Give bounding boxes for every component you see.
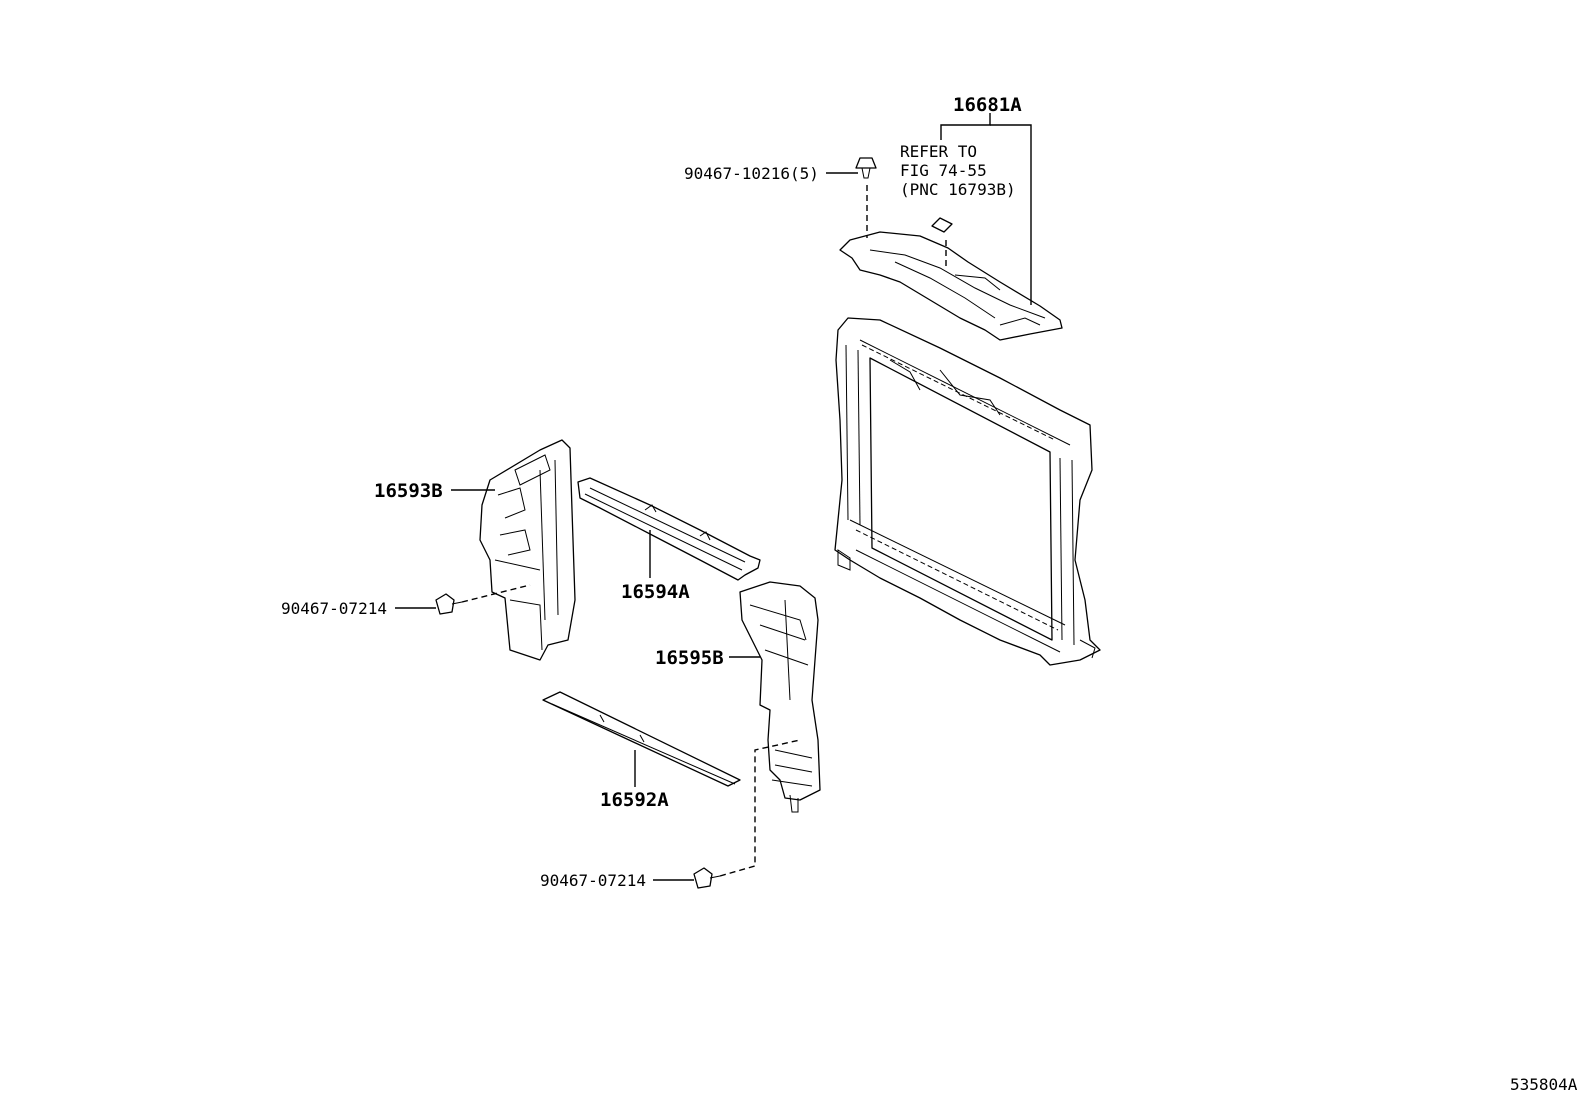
clip-90467-07214-b-icon xyxy=(693,867,721,889)
label-16595B: 16595B xyxy=(655,647,724,669)
label-90467-07214-a: 90467-07214 xyxy=(281,599,387,618)
note-line-3: (PNC 16793B) xyxy=(900,180,1016,199)
note-line-2: FIG 74-55 xyxy=(900,161,987,180)
label-16594A: 16594A xyxy=(621,581,690,603)
clip-90467-10216-icon xyxy=(855,157,877,179)
installation-dash-lines xyxy=(461,185,947,877)
label-16593B: 16593B xyxy=(374,480,443,502)
figure-id: 535804A xyxy=(1510,1075,1578,1094)
leader-lines xyxy=(395,113,1032,881)
upper-air-guide-part xyxy=(577,477,761,581)
clip-90467-07214-a-icon xyxy=(435,593,463,615)
label-16681A: 16681A xyxy=(953,94,1022,116)
left-side-seal-part xyxy=(479,439,576,661)
label-16592A: 16592A xyxy=(600,789,669,811)
label-90467-10216: 90467-10216(5) xyxy=(684,164,819,183)
right-side-seal-part xyxy=(739,581,821,813)
note-line-1: REFER TO xyxy=(900,142,977,161)
label-90467-07214-b: 90467-07214 xyxy=(540,871,646,890)
lower-air-guide-part xyxy=(542,691,741,787)
upper-seal-part xyxy=(839,231,1063,341)
radiator-support-frame xyxy=(834,317,1101,666)
note-reference-marker xyxy=(931,217,953,233)
